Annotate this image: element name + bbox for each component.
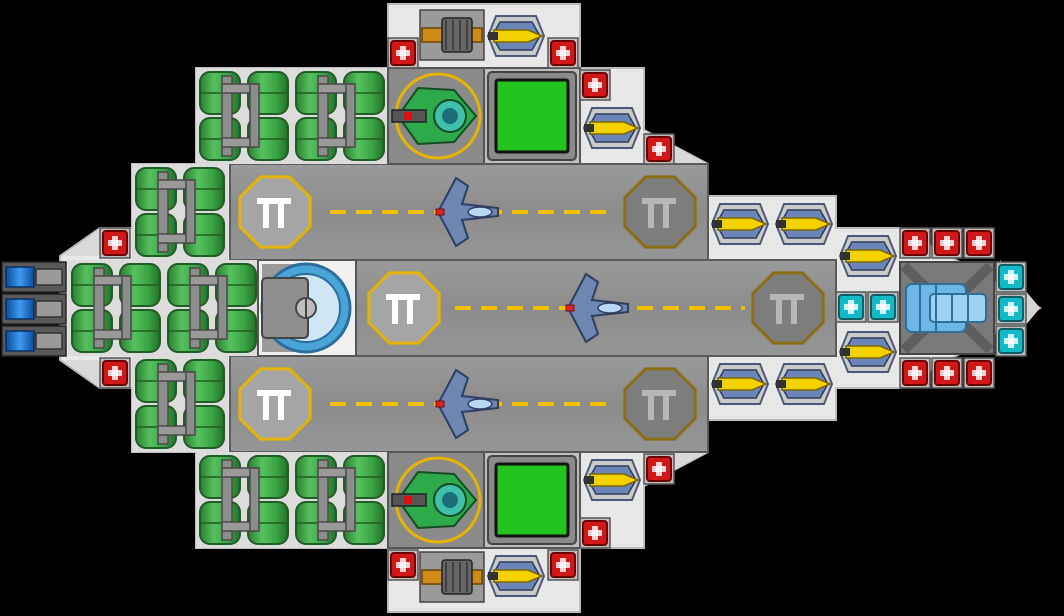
orange-cannons [419, 9, 485, 603]
rear-thruster-3[interactable] [1, 325, 67, 357]
reactor-bottom[interactable] [483, 451, 581, 549]
missile-launcher-6[interactable] [838, 331, 898, 373]
red-system-block-9[interactable] [963, 227, 995, 259]
red-system-block-5[interactable] [99, 227, 131, 259]
nose-weapon[interactable] [899, 261, 995, 355]
missile-launchers [486, 15, 898, 597]
red-system-block-8[interactable] [931, 227, 963, 259]
fuel-tank-7 [68, 260, 164, 356]
fuel-tank-4 [292, 452, 388, 548]
red-system-block-3[interactable] [579, 69, 611, 101]
missile-launcher-10[interactable] [486, 555, 546, 597]
fuel-tank-banks [68, 68, 388, 548]
fighter-1[interactable] [435, 176, 499, 248]
cyan-system-block-2[interactable] [995, 293, 1027, 325]
rear-thrusters [1, 261, 67, 357]
red-system-block-1[interactable] [387, 37, 419, 69]
orange-cannon-1[interactable] [419, 9, 485, 61]
landing-pad-6[interactable] [623, 367, 697, 441]
green-turret-1[interactable] [387, 67, 485, 165]
orange-cannon-2[interactable] [419, 551, 485, 603]
red-system-block-2[interactable] [547, 37, 579, 69]
fuel-tank-8 [164, 260, 260, 356]
landing-pad-4[interactable] [751, 271, 825, 345]
missile-launcher-9[interactable] [582, 459, 642, 501]
red-system-block-7[interactable] [899, 227, 931, 259]
red-system-block-12[interactable] [963, 357, 995, 389]
red-system-block-11[interactable] [931, 357, 963, 389]
cyan-system-block-3[interactable] [995, 325, 1027, 357]
missile-launcher-7[interactable] [710, 363, 770, 405]
landing-pad-1[interactable] [238, 175, 312, 249]
missile-launcher-4[interactable] [774, 203, 834, 245]
red-system-block-14[interactable] [579, 517, 611, 549]
red-system-block-13[interactable] [643, 453, 675, 485]
fuel-tank-5 [132, 164, 228, 260]
missile-launcher-8[interactable] [774, 363, 834, 405]
fuel-tank-2 [292, 68, 388, 164]
core-dome[interactable] [257, 259, 357, 357]
landing-pad-2[interactable] [623, 175, 697, 249]
fuel-tank-3 [196, 452, 292, 548]
rear-thruster-1[interactable] [1, 261, 67, 293]
fighter-2[interactable] [565, 272, 629, 344]
red-system-block-10[interactable] [899, 357, 931, 389]
missile-launcher-3[interactable] [710, 203, 770, 245]
red-system-block-16[interactable] [547, 549, 579, 581]
fuel-tank-1 [196, 68, 292, 164]
system-blocks [99, 37, 1027, 581]
landing-pad-3[interactable] [367, 271, 441, 345]
reactor-top[interactable] [483, 67, 581, 165]
missile-launcher-5[interactable] [838, 235, 898, 277]
red-system-block-4[interactable] [643, 133, 675, 165]
landing-pad-5[interactable] [238, 367, 312, 441]
red-system-block-15[interactable] [387, 549, 419, 581]
cyan-system-block-5[interactable] [867, 291, 899, 323]
landing-pads [238, 175, 825, 441]
rear-thruster-2[interactable] [1, 293, 67, 325]
green-turret-2[interactable] [387, 451, 485, 549]
missile-launcher-1[interactable] [486, 15, 546, 57]
green-turrets [387, 67, 485, 549]
fuel-tank-6 [132, 356, 228, 452]
cyan-system-block-4[interactable] [835, 291, 867, 323]
missile-launcher-2[interactable] [582, 107, 642, 149]
fighters [435, 176, 629, 440]
cyan-system-block-1[interactable] [995, 261, 1027, 293]
fighter-3[interactable] [435, 368, 499, 440]
red-system-block-6[interactable] [99, 357, 131, 389]
